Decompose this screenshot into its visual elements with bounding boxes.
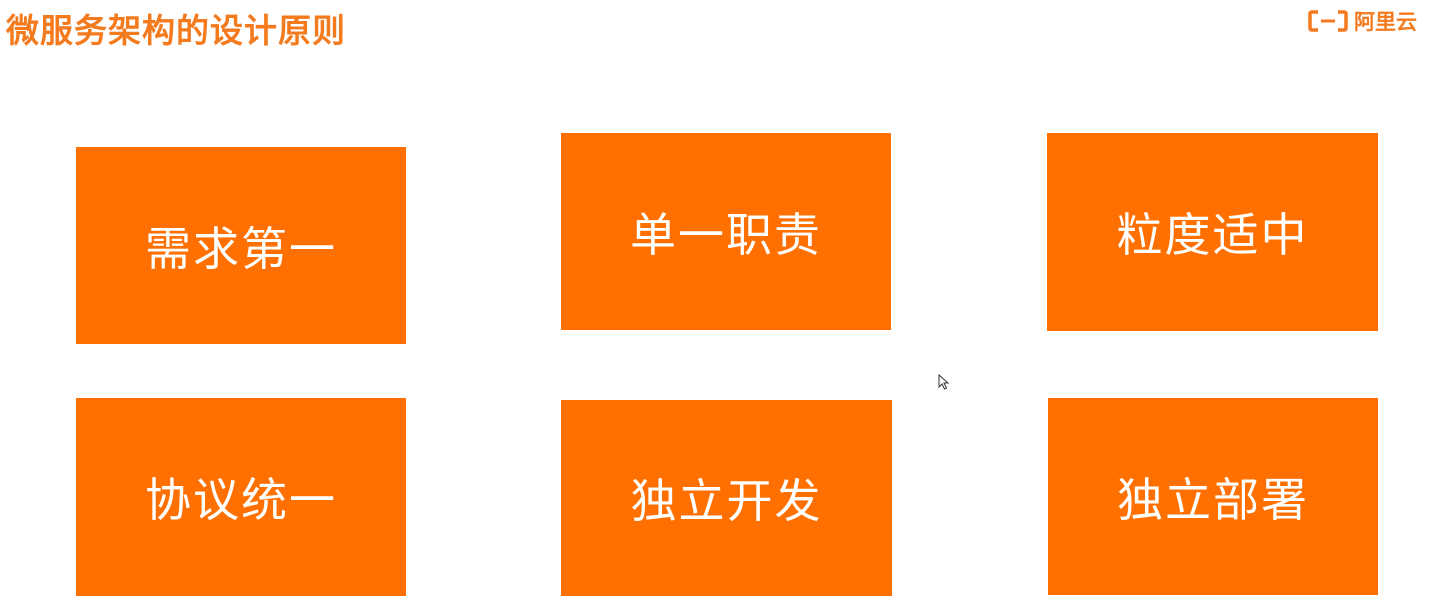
principle-card-independent-development: 独立开发 xyxy=(561,400,892,596)
mouse-pointer-icon xyxy=(938,374,950,390)
card-label: 单一职责 xyxy=(630,207,822,262)
card-label: 需求第一 xyxy=(145,221,337,276)
principle-card-independent-deployment: 独立部署 xyxy=(1048,398,1378,595)
slide-title: 微服务架构的设计原则 xyxy=(6,11,346,50)
principle-card-unified-protocol: 协议统一 xyxy=(76,398,406,596)
logo-text: 阿里云 xyxy=(1354,10,1417,34)
principle-card-requirements-first: 需求第一 xyxy=(76,147,406,344)
aliyun-logo-icon xyxy=(1308,10,1348,32)
card-label: 独立开发 xyxy=(630,474,823,528)
card-label: 独立部署 xyxy=(1117,472,1309,527)
aliyun-logo: 阿里云 xyxy=(1308,6,1417,36)
card-label: 粒度适中 xyxy=(1116,208,1309,262)
principle-card-single-responsibility: 单一职责 xyxy=(561,133,891,330)
card-label: 协议统一 xyxy=(145,473,337,527)
principle-card-moderate-granularity: 粒度适中 xyxy=(1047,133,1378,331)
